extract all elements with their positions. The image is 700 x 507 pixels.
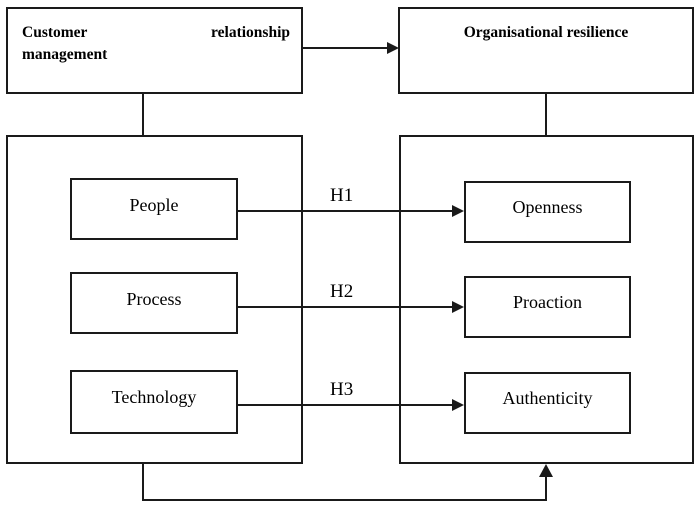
crm-title-line-1: Customer relationship <box>22 24 290 41</box>
people-box: People <box>70 178 238 240</box>
h1-arrowhead <box>452 205 464 217</box>
crm-to-left-container-connector <box>142 93 144 136</box>
technology-box: Technology <box>70 370 238 434</box>
resilience-to-right-container-connector <box>545 93 547 136</box>
authenticity-label: Authenticity <box>502 388 593 408</box>
feedback-loop-arrowhead <box>539 464 553 477</box>
authenticity-box: Authenticity <box>464 372 631 434</box>
h2-connector-line <box>238 306 452 308</box>
process-box: Process <box>70 272 238 334</box>
proaction-box: Proaction <box>464 276 631 338</box>
organisational-resilience-title: Organisational resilience <box>463 24 629 41</box>
crm-to-resilience-connector-line <box>303 47 387 49</box>
h2-arrowhead <box>452 301 464 313</box>
feedback-loop-left-segment <box>142 463 144 501</box>
crm-title-line-2: management <box>22 46 108 63</box>
proaction-label: Proaction <box>513 292 582 312</box>
feedback-loop-bottom-segment <box>142 499 547 501</box>
h1-connector-line <box>238 210 452 212</box>
h1-label: H1 <box>330 185 354 206</box>
openness-box: Openness <box>464 181 631 243</box>
people-label: People <box>129 195 179 215</box>
h2-label: H2 <box>330 281 354 302</box>
technology-label: Technology <box>111 387 197 407</box>
h3-connector-line <box>238 404 452 406</box>
customer-relationship-management-box: Customer relationship management <box>6 7 303 94</box>
process-label: Process <box>126 289 182 309</box>
openness-label: Openness <box>512 197 583 217</box>
h3-label: H3 <box>330 379 354 400</box>
feedback-loop-right-segment <box>545 476 547 501</box>
organisational-resilience-box: Organisational resilience <box>398 7 694 94</box>
crm-to-resilience-arrowhead <box>387 42 399 54</box>
h3-arrowhead <box>452 399 464 411</box>
